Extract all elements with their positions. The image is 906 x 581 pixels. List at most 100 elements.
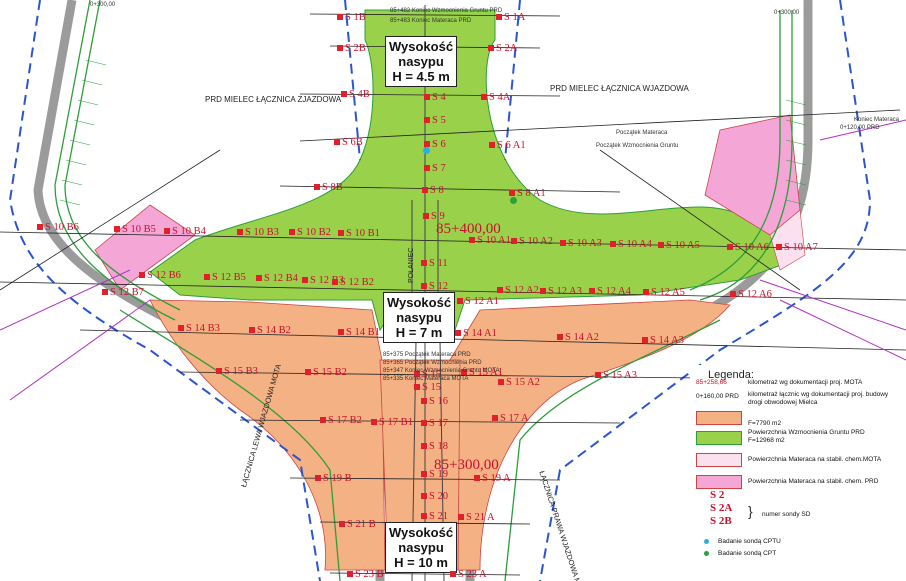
probe-marker (249, 327, 255, 333)
probe-marker (589, 288, 595, 294)
probe-label: S 16 (429, 396, 448, 407)
probe-label: S 23 B (355, 569, 384, 580)
height-box-4-5: Wysokość nasypu H = 4.5 m (385, 36, 458, 87)
probe-label: S 8 (430, 185, 444, 196)
probe-marker (338, 230, 344, 236)
probe-label: S 14 B3 (186, 323, 220, 334)
probe-marker (414, 371, 420, 377)
probe-marker (320, 417, 326, 423)
probe-label: S 6 A1 (497, 140, 526, 151)
probe-marker (776, 244, 782, 250)
probe-marker (461, 369, 467, 375)
probe-label: S 12 (429, 281, 448, 292)
probe-label: S 21 (429, 511, 448, 522)
probe-label: S 19 (429, 469, 448, 480)
probe-marker (457, 298, 463, 304)
legend-text-6: numer sondy SD (762, 511, 811, 518)
annotation-text: 85+482 Koniec Wzmocnienia Gruntu PRD (390, 8, 503, 14)
probe-label: S 1B (345, 12, 366, 23)
probe-marker (642, 337, 648, 343)
probe-label: S 15 A2 (506, 377, 540, 388)
probe-marker (730, 291, 736, 297)
pink-area-left (94, 204, 196, 291)
probe-marker (643, 289, 649, 295)
cpt-dot (510, 197, 517, 204)
annotation-text: 0+300,00 (90, 2, 116, 8)
annotation-text: Koniec Materaca (854, 117, 900, 123)
probe-label: S 7 (432, 163, 446, 174)
legend-text-7: Badanie sondą CPTU (718, 538, 781, 545)
probe-marker (469, 237, 475, 243)
probe-marker (302, 277, 308, 283)
probe-label: S 12 A6 (738, 289, 772, 300)
annotation-text: 0+300,00 (774, 10, 800, 16)
probe-marker (421, 398, 427, 404)
probe-marker (314, 184, 320, 190)
probe-marker (498, 379, 504, 385)
legend-swatch-pink (696, 475, 742, 489)
annotation-text: 85+335 Koniec Materaca MOTA (383, 376, 469, 382)
probe-label: S 12 B4 (264, 273, 298, 284)
probe-label: S 14 A1 (463, 328, 497, 339)
probe-marker (371, 419, 377, 425)
probe-marker (497, 287, 503, 293)
probe-label: S 14 B1 (346, 327, 380, 338)
probe-label: S 12 B2 (340, 277, 374, 288)
probe-label: S 10 B2 (297, 227, 331, 238)
probe-label: S 8 A1 (517, 188, 546, 199)
probe-marker (256, 275, 262, 281)
probe-marker (178, 325, 184, 331)
legend-dot-cptu (704, 539, 709, 544)
legend-text-0: kilometraż wg dokumentacji proj. MOTA (748, 379, 863, 386)
probe-marker (216, 368, 222, 374)
probe-label: S 10 B6 (45, 222, 79, 233)
probe-marker (341, 91, 347, 97)
cptu-dot (423, 147, 430, 154)
probe-label: S 15 B3 (224, 366, 258, 377)
probe-label: S 10 B5 (122, 224, 156, 235)
probe-label: S 10 A4 (618, 239, 652, 250)
probe-marker (114, 226, 120, 232)
probe-marker (509, 190, 515, 196)
legend-swatch-green (696, 431, 742, 445)
probe-label: S 17 B2 (328, 415, 362, 426)
probe-label: S 21 B (347, 519, 376, 530)
probe-label: S 9 (431, 211, 445, 222)
probe-marker (450, 571, 456, 577)
probe-label: S 4 (432, 92, 446, 103)
probe-marker (511, 238, 517, 244)
probe-marker (347, 571, 353, 577)
probe-marker (421, 283, 427, 289)
probe-marker (492, 415, 498, 421)
probe-label: S 10 A6 (735, 242, 769, 253)
probe-marker (595, 372, 601, 378)
probe-marker (204, 274, 210, 280)
probe-label: S 14 B2 (257, 325, 291, 336)
probe-marker (337, 14, 343, 20)
probe-label: S 23 A (458, 569, 487, 580)
probe-marker (421, 471, 427, 477)
probe-label: S 10 A2 (519, 236, 553, 247)
probe-marker (489, 142, 495, 148)
probe-label: S 12 B3 (310, 275, 344, 286)
probe-label: S 14 A2 (565, 332, 599, 343)
height-box-7: Wysokość nasypu H = 7 m (383, 292, 456, 343)
probe-label: S 4A (489, 92, 511, 103)
probe-marker (37, 224, 43, 230)
probe-marker (414, 384, 420, 390)
probe-marker (334, 139, 340, 145)
probe-marker (557, 334, 563, 340)
probe-label: S 15 (422, 369, 441, 380)
annotation-text: 85+365 Początek Wzmocnienia PRD (383, 360, 482, 366)
height-box-10: Wysokość nasypu H = 10 m (385, 522, 458, 573)
probe-marker (139, 272, 145, 278)
probe-label: S 2A (496, 43, 518, 54)
annotation-text: 85+347 Koniec Wzmocnienia Gruntu MOTA (383, 368, 500, 374)
probe-label: S 12 A4 (597, 286, 631, 297)
probe-label: S 8B (322, 182, 343, 193)
probe-label: S 17 B1 (379, 417, 413, 428)
area-label-left: PRD MIELEC ŁĄCZNICA ZJAZDOWA (205, 95, 342, 104)
probe-label: S 11 (429, 258, 448, 269)
probe-label: S 6 (432, 139, 446, 150)
